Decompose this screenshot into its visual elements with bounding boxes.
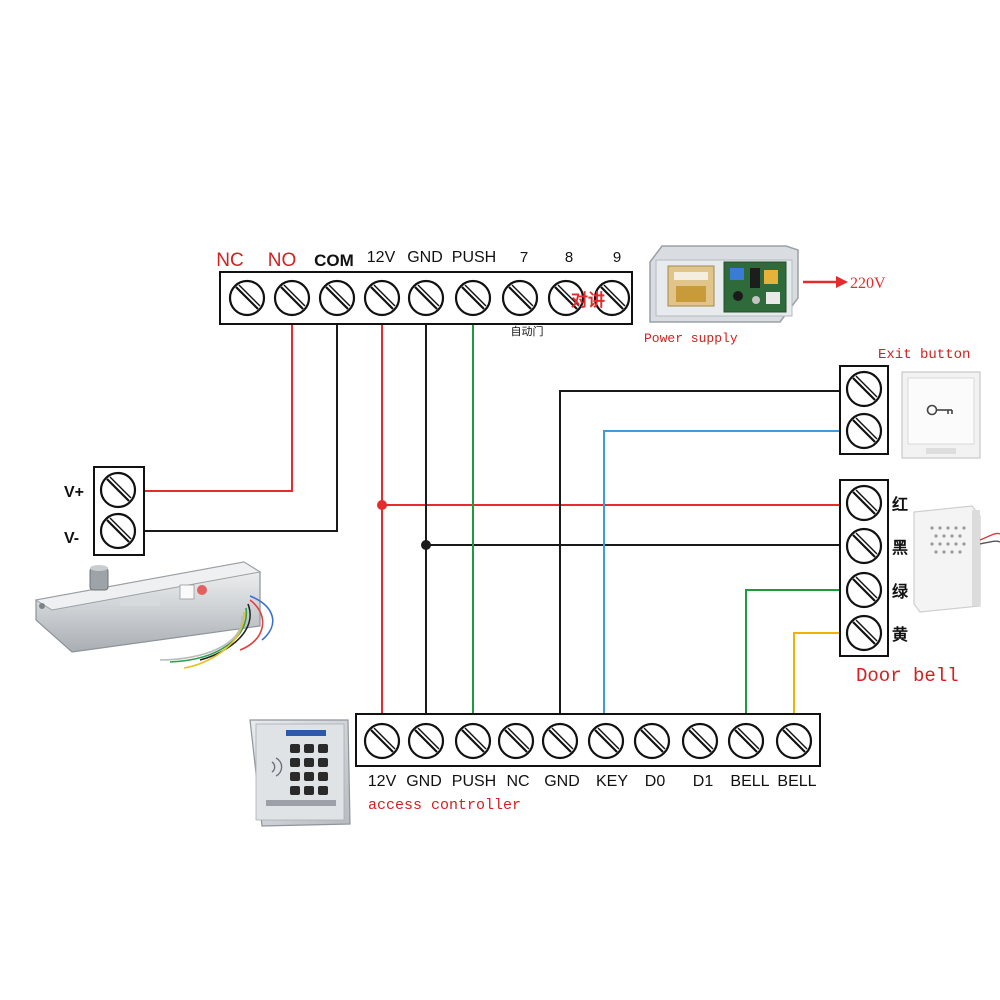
terminal-screw-push[interactable]	[454, 279, 492, 317]
access-controller-caption: access controller	[368, 797, 521, 814]
bell-label-red: 红	[892, 495, 908, 514]
junction-dot-red	[377, 500, 387, 510]
exit-button-image[interactable]	[901, 371, 981, 459]
ps-label-9: 9	[613, 249, 621, 266]
ps-label-gnd: GND	[407, 249, 443, 266]
ac-screw-bell2[interactable]	[775, 722, 813, 760]
ac-screw-push[interactable]	[454, 722, 492, 760]
terminal-screw-12v[interactable]	[363, 279, 401, 317]
ps-label-no: NO	[268, 250, 297, 271]
access-keypad-image[interactable]	[249, 719, 351, 827]
ps-label-8: 8	[565, 249, 573, 266]
ac-screw-d1[interactable]	[681, 722, 719, 760]
ac-screw-nc[interactable]	[497, 722, 535, 760]
ps-label-com: COM	[314, 251, 354, 270]
ac-label-gnd: GND	[406, 773, 442, 790]
voltage-label: 220V	[850, 275, 886, 292]
bell-label-yellow: 黄	[892, 625, 908, 644]
ac-label-gnd2: GND	[544, 773, 580, 790]
ac-screw-12v[interactable]	[363, 722, 401, 760]
wire-bell-to-bell-green	[745, 589, 848, 722]
terminal-screw-com[interactable]	[318, 279, 356, 317]
arrow-right-icon	[836, 276, 848, 288]
ps-label-12v: 12V	[367, 249, 396, 266]
bell-screw-black[interactable]	[845, 527, 883, 565]
electric-bolt-lock-image	[34, 561, 274, 669]
ac-label-12v: 12V	[368, 773, 397, 790]
power-supply-image: 220V Power supply	[644, 245, 886, 346]
lock-label-vminus: V-	[64, 530, 79, 547]
ac-label-bell1: BELL	[730, 773, 769, 790]
junction-dot-black	[421, 540, 431, 550]
exit-button-caption: Exit button	[878, 347, 970, 363]
ps-label-7: 7	[520, 249, 528, 266]
ps-label-nc: NC	[216, 250, 243, 271]
exit-button-terminal-block: Exit button	[839, 347, 970, 455]
auto-door-label: 自动门	[511, 324, 544, 338]
speaker-grille-icon	[930, 526, 966, 554]
ac-label-nc: NC	[506, 773, 529, 790]
ac-label-d1: D1	[693, 773, 714, 790]
wires	[140, 318, 848, 722]
access-controller-terminal-strip: 12V GND PUSH NC GND KEY D0 D1 BELL BELL …	[355, 713, 821, 814]
lock-screw-vplus[interactable]	[99, 471, 137, 509]
wire-no-to-lock-vplus	[140, 318, 293, 492]
ac-screw-gnd[interactable]	[407, 722, 445, 760]
ac-label-bell2: BELL	[777, 773, 816, 790]
exit-screw-top[interactable]	[845, 370, 883, 408]
wire-ctrl-gnd-to-exit	[559, 390, 848, 722]
power-supply-caption: Power supply	[644, 331, 738, 346]
ac-screw-d0[interactable]	[633, 722, 671, 760]
bell-screw-green[interactable]	[845, 571, 883, 609]
lock-label-vplus: V+	[64, 484, 84, 501]
ac-screw-gnd2[interactable]	[541, 722, 579, 760]
lock-terminal-block: V+ V-	[64, 466, 145, 556]
intercom-label: 对讲	[571, 290, 605, 310]
wire-bell-to-bell-yellow	[793, 632, 848, 722]
wire-com-to-lock-vminus	[140, 318, 338, 532]
bell-label-green: 绿	[892, 582, 909, 601]
exit-screw-bottom[interactable]	[845, 412, 883, 450]
door-bell-caption: Door bell	[856, 665, 959, 687]
rfid-wave-icon	[271, 757, 283, 777]
terminal-screw-no[interactable]	[273, 279, 311, 317]
wire-key-to-exit	[603, 430, 848, 722]
terminal-screw-7[interactable]	[501, 279, 539, 317]
power-supply-terminal-strip: NC NO COM 12V GND PUSH 7 8 9 对讲 自动门	[216, 249, 633, 338]
terminal-screw-gnd[interactable]	[407, 279, 445, 317]
door-bell-terminal-block: 红 黑 绿 黄 Door bell	[839, 479, 959, 687]
ac-label-key: KEY	[596, 773, 628, 790]
ps-label-push: PUSH	[452, 249, 496, 266]
ac-screw-key[interactable]	[587, 722, 625, 760]
ac-screw-bell1[interactable]	[727, 722, 765, 760]
bell-label-black: 黑	[892, 539, 908, 557]
ac-label-d0: D0	[645, 773, 666, 790]
terminal-screw-nc[interactable]	[228, 279, 266, 317]
bell-screw-red[interactable]	[845, 484, 883, 522]
ac-label-push: PUSH	[452, 773, 496, 790]
lock-screw-vminus[interactable]	[99, 512, 137, 550]
key-icon	[926, 404, 953, 416]
bell-screw-yellow[interactable]	[845, 614, 883, 652]
keypad-buttons	[290, 744, 328, 795]
door-bell-image	[913, 505, 1000, 613]
